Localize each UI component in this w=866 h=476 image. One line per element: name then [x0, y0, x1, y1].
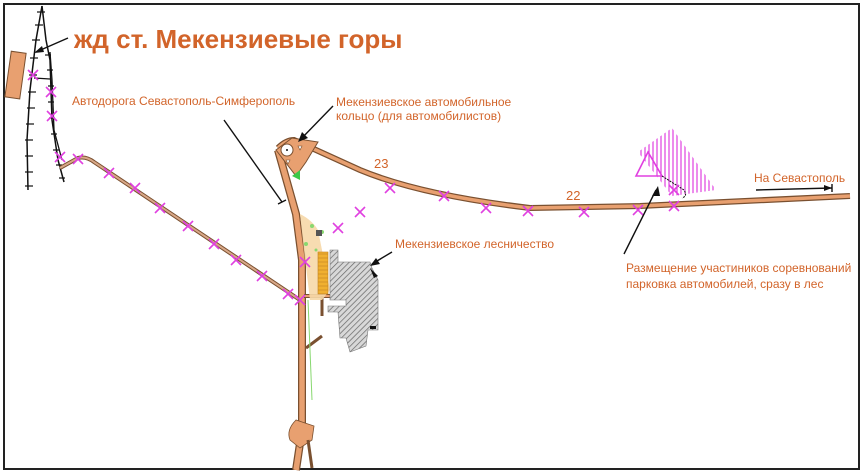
sevastopol-arrow-line — [755, 187, 833, 191]
cross-marker-icon — [578, 206, 590, 218]
railway — [25, 5, 65, 191]
to-sevastopol-label: На Севастополь — [754, 171, 845, 185]
cross-marker-icon — [668, 184, 680, 196]
ring-label-line1: Мекензиевское автомобильное — [336, 95, 512, 109]
station-title: жд ст. Мекензиевые горы — [73, 24, 403, 54]
orchard — [317, 251, 329, 295]
cross-marker-icon — [154, 202, 166, 214]
cross-marker-icon — [45, 86, 57, 98]
km-marker-22: 22 — [566, 188, 580, 203]
cross-marker-icon — [480, 202, 492, 214]
parking-arrow-line — [623, 189, 657, 255]
highway-label: Автодорога Севастополь-Симферополь — [72, 94, 295, 108]
cross-marker-icon — [282, 288, 294, 300]
auto-ring — [275, 137, 319, 180]
cross-marker-icon — [27, 69, 39, 81]
forestry-label: Мекензиевское лесничество — [395, 237, 554, 251]
ring-arrow-line — [299, 105, 334, 141]
cross-marker-icon — [72, 153, 84, 165]
cross-marker-icon — [256, 270, 268, 282]
station-building — [4, 50, 27, 100]
cross-marker-icon — [129, 182, 141, 194]
cross-marker-icon — [668, 200, 680, 212]
highway-arrow-line — [223, 119, 283, 203]
cross-marker-icon — [438, 190, 450, 202]
parking-label-line1: Размещение участиников соревнований — [626, 261, 851, 275]
annotation-arrows — [34, 37, 833, 266]
parking-label-line2: парковка автомобилей, сразу в лес — [626, 277, 823, 291]
cross-marker-icon — [354, 206, 366, 218]
cross-marker-icon — [103, 167, 115, 179]
cross-marker-icon — [230, 254, 242, 266]
cross-markers — [27, 69, 680, 306]
cross-marker-icon — [299, 256, 311, 268]
cross-marker-icon — [522, 205, 534, 217]
cross-marker-icon — [208, 238, 220, 250]
cross-marker-icon — [632, 204, 644, 216]
cross-marker-icon — [332, 222, 344, 234]
cross-marker-icon — [54, 151, 66, 163]
cross-marker-icon — [384, 182, 396, 194]
forestry-area — [327, 249, 379, 353]
map-frame — [3, 3, 860, 470]
ring-label-line2: кольцо (для автомобилистов) — [336, 109, 501, 123]
start-triangle-icon — [634, 150, 664, 177]
cross-marker-icon — [46, 110, 58, 122]
cross-marker-icon — [294, 294, 306, 306]
cross-marker-icon — [182, 220, 194, 232]
km-marker-23: 23 — [374, 156, 388, 171]
participants-area — [638, 128, 716, 196]
